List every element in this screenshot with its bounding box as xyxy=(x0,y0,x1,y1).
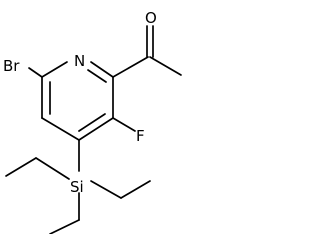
double-bond-n-c2 xyxy=(87,69,107,83)
bond-c4-c5 xyxy=(41,117,80,141)
structure-svg: O N Br F Si xyxy=(3,9,182,234)
bond-si-ethyl-left-1 xyxy=(35,157,70,180)
bond-c6-br xyxy=(28,67,43,78)
bond-c6-n xyxy=(41,61,68,78)
bond-c3-f xyxy=(112,117,136,132)
bond-c2-carbonyl xyxy=(112,56,149,78)
silicon-label: Si xyxy=(70,178,84,196)
bond-si-ethyl-right-1 xyxy=(90,180,122,199)
fluorine-label: F xyxy=(136,127,145,145)
bond-si-ethyl-right-2 xyxy=(120,180,151,199)
bond-carbonyl-methyl xyxy=(149,56,182,76)
bond-si-ethyl-bottom-2 xyxy=(49,219,80,234)
bromine-label: Br xyxy=(3,57,20,75)
molecule-diagram: O N Br F Si xyxy=(3,9,182,234)
oxygen-label: O xyxy=(145,9,157,27)
bond-c3-c4 xyxy=(78,117,114,141)
bond-si-ethyl-left-2 xyxy=(5,157,37,177)
bond-n-c2 xyxy=(90,61,114,78)
double-bond-c3-c4 xyxy=(78,113,106,132)
nitrogen-label: N xyxy=(74,52,85,70)
